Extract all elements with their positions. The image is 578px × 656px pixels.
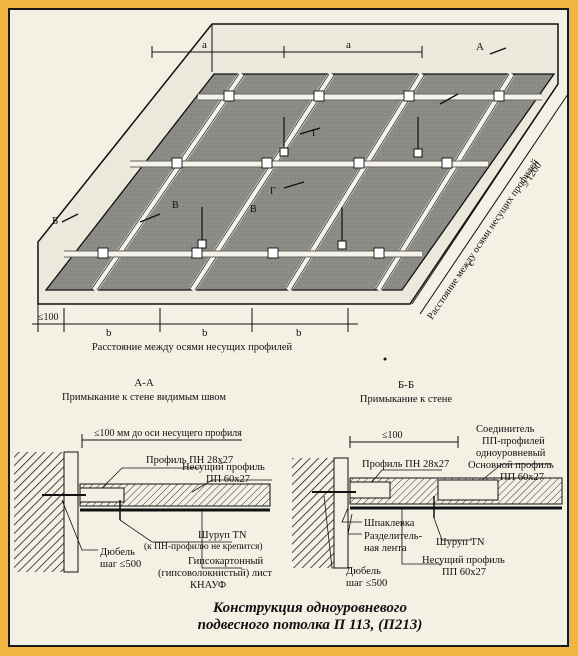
marker-v2: В <box>250 204 257 215</box>
ceiling-drawing: a a A Б Г Г В В ≤100 b b b Расстояние ме… <box>14 23 567 591</box>
dim-a-left: a <box>202 39 207 51</box>
aa-label-pn: Профиль ПН 28x27 <box>146 455 233 466</box>
caption-line-2: подвесного потолка П 113, (П213) <box>197 617 423 633</box>
board-texture <box>46 74 554 290</box>
hangers <box>201 117 419 246</box>
bb-label-putty: Шпаклевка <box>364 518 415 529</box>
dim-c: c <box>465 258 477 268</box>
bb-label-carrier2: ПП 60x27 <box>442 567 486 578</box>
section-b-marker: Б <box>52 215 58 227</box>
section-aa-title: А-А <box>134 377 154 389</box>
dim-b3: b <box>296 327 302 339</box>
aa-label-screw: Шуруп TN <box>198 530 247 541</box>
marker-v1: В <box>172 200 179 211</box>
dim-100: ≤100 <box>38 312 59 323</box>
bb-dim-top: ≤100 <box>382 430 403 441</box>
plan-view: a a A Б Г Г В В ≤100 b b b Расстояние ме… <box>32 23 567 353</box>
bb-pn-profile <box>349 481 391 499</box>
bb-label-screw: Шуруп TN <box>436 537 485 548</box>
bottom-axis-label: Расстояние между осями несущих профилей <box>92 342 293 353</box>
wall-face-aa <box>63 451 79 573</box>
main-profile-edges <box>64 93 542 258</box>
dim-b2: b <box>202 327 208 339</box>
aa-label-dowel: Дюбель <box>100 547 135 558</box>
section-arrows <box>61 47 507 223</box>
aa-dim-top: ≤100 мм до оси несущего профиля <box>94 428 242 439</box>
separator-dot <box>383 357 387 361</box>
section-bb-title: Б-Б <box>398 379 414 391</box>
dim-a-right: a <box>346 39 351 51</box>
marker-g2: Г <box>270 186 276 197</box>
aa-label-screw-note: (к ПН-профилю не крепится) <box>144 541 263 552</box>
section-a-marker: A <box>476 41 484 53</box>
aa-pn-profile <box>79 487 125 503</box>
aa-label-board2: (гипсоволокнистый) лист <box>158 568 272 579</box>
wall-hatch-bb <box>292 458 338 568</box>
connectors <box>97 90 505 259</box>
section-bb: Б-Б Примыкание к стене ≤100 Профиль ПН 2… <box>292 379 563 589</box>
bb-label-conn2: ПП-профилей <box>482 436 545 447</box>
aa-label-carrier2: ПП 60x27 <box>206 474 250 485</box>
bb-label-dowel-step: шаг ≤500 <box>346 578 387 589</box>
bb-label-tape1: Разделитель- <box>364 531 423 542</box>
bb-label-conn3: одноуровневый <box>476 448 546 459</box>
section-aa: А-А Примыкание к стене видимым швом ≤100… <box>14 377 272 591</box>
dim-b1: b <box>106 327 112 339</box>
drawing-sheet: a a A Б Г Г В В ≤100 b b b Расстояние ме… <box>8 8 569 647</box>
aa-label-board1: Гипсокартонный <box>188 556 264 567</box>
aa-leaders <box>61 467 272 569</box>
dim-line-side <box>419 94 567 315</box>
bb-leaders <box>323 463 552 569</box>
marker-g1: Г <box>312 128 318 139</box>
section-aa-subtitle: Примыкание к стене видимым швом <box>62 392 226 403</box>
bb-label-pn: Профиль ПН 28x27 <box>362 459 449 470</box>
bb-label-dowel: Дюбель <box>346 566 381 577</box>
aa-label-board3: КНАУФ <box>190 580 226 591</box>
section-bb-subtitle: Примыкание к стене <box>360 394 453 405</box>
bb-label-main2: ПП 60x27 <box>500 472 544 483</box>
bb-label-main1: Основной профиль <box>468 460 554 471</box>
main-profiles <box>64 93 542 258</box>
bb-label-carrier1: Несущий профиль <box>422 555 505 566</box>
bb-label-tape2: ная лента <box>364 543 407 554</box>
aa-label-carrier1: Несущий профиль <box>182 462 265 473</box>
aa-label-dowel-step: шаг ≤500 <box>100 559 141 570</box>
hanger-clips <box>197 147 423 250</box>
bb-label-conn1: Соединитель <box>476 424 535 435</box>
caption-line-1: Конструкция одноуровневого <box>213 600 407 616</box>
bb-connector <box>437 479 499 501</box>
